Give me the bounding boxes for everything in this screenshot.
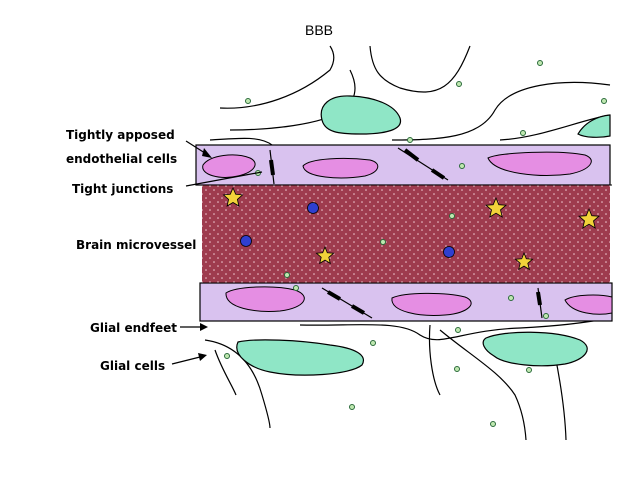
blood-cell (307, 202, 319, 214)
star (577, 207, 601, 229)
label-apposed-endothelial-1: Tightly apposed (66, 128, 175, 142)
glial-cell-membranes-top (209, 45, 611, 146)
nucleus (487, 151, 592, 176)
blood-cells (240, 202, 455, 258)
label-glial-endfeet: Glial endfeet (90, 321, 177, 335)
star (484, 196, 508, 218)
tight-junctions (269, 147, 543, 319)
label-tight-junctions: Tight junctions (72, 182, 173, 196)
label-apposed-endothelial-2: endothelial cells (66, 152, 177, 166)
arrowheads (198, 148, 212, 361)
label-glial-cells: Glial cells (100, 359, 165, 373)
glial-cell (236, 339, 364, 376)
particles (224, 60, 607, 427)
glial-cell (577, 114, 611, 138)
nucleus (391, 292, 472, 316)
nucleus (202, 154, 256, 178)
label-brain-microvessel: Brain microvessel (76, 238, 196, 252)
glial-cell (320, 95, 402, 135)
blood-cell (443, 246, 455, 258)
nucleus (225, 286, 305, 312)
nucleus (302, 157, 379, 179)
glial-cell (482, 331, 588, 367)
glial-cell-membranes-bottom (204, 317, 611, 441)
blood-cell (240, 235, 252, 247)
star-molecules (222, 186, 601, 271)
microvessel-lumen (202, 185, 610, 283)
star (514, 251, 534, 271)
endothelial-nuclei (202, 151, 613, 316)
star (315, 245, 335, 265)
glial-cells (236, 95, 611, 376)
diagram-title: BBB (304, 22, 333, 38)
star (222, 186, 244, 207)
nucleus (564, 294, 613, 315)
